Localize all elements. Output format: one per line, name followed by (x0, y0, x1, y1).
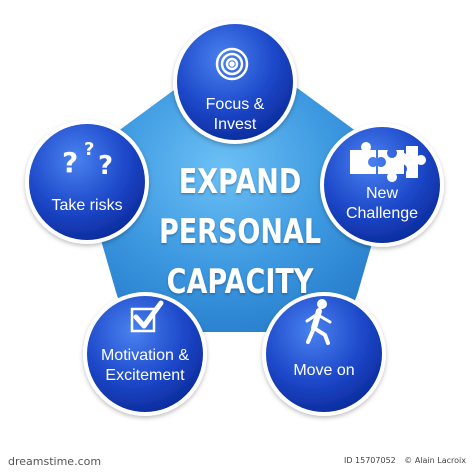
node-label-focus: Focus & Invest (175, 95, 295, 135)
footer-brand: dreamstime.com (8, 455, 102, 468)
node-label-focus-line-2: Invest (213, 116, 257, 133)
node-label-new-challenge-line-2: Challenge (345, 205, 419, 222)
node-focus (173, 20, 297, 144)
node-motivation (83, 292, 207, 416)
node-move-on (262, 292, 386, 416)
footer-image-id: ID 15707052 (343, 456, 396, 465)
center-title-line-2: PERSONAL (158, 213, 322, 252)
center-pentagon (85, 58, 389, 332)
node-label-focus-line-1: Focus & (205, 96, 265, 113)
node-label-take-risks: Take risks (27, 196, 147, 216)
question-marks-icon: ? ? ? (62, 139, 113, 181)
node-label-motivation-line-2: Excitement (105, 367, 185, 384)
node-label-new-challenge: New Challenge (322, 184, 442, 224)
footer-credit: ID 15707052 © Alain Lacroix (344, 456, 466, 465)
node-label-move-on-line-1: Move on (293, 362, 355, 379)
node-label-new-challenge-line-1: New (365, 185, 398, 202)
center-title-line-3: CAPACITY (166, 263, 314, 302)
svg-text:?: ? (62, 146, 78, 179)
puzzle-pieces-icon (350, 142, 426, 182)
footer-author: © Alain Lacroix (404, 456, 466, 465)
center-title: EXPAND PERSONAL CAPACITY (140, 158, 340, 308)
svg-text:?: ? (98, 151, 113, 181)
node-label-move-on: Move on (264, 361, 384, 381)
node-label-take-risks-line-1: Take risks (51, 197, 123, 214)
node-take-risks (25, 120, 149, 244)
svg-text:?: ? (84, 139, 94, 160)
target-icon (215, 47, 249, 81)
center-title-line-1: EXPAND (178, 163, 302, 202)
walking-person-icon (305, 299, 332, 345)
node-label-motivation: Motivation & Excitement (85, 346, 205, 386)
checkbox-check-icon (130, 300, 164, 333)
footer: dreamstime.com ID 15707052 © Alain Lacro… (0, 448, 474, 474)
node-label-motivation-line-1: Motivation & (100, 347, 190, 364)
